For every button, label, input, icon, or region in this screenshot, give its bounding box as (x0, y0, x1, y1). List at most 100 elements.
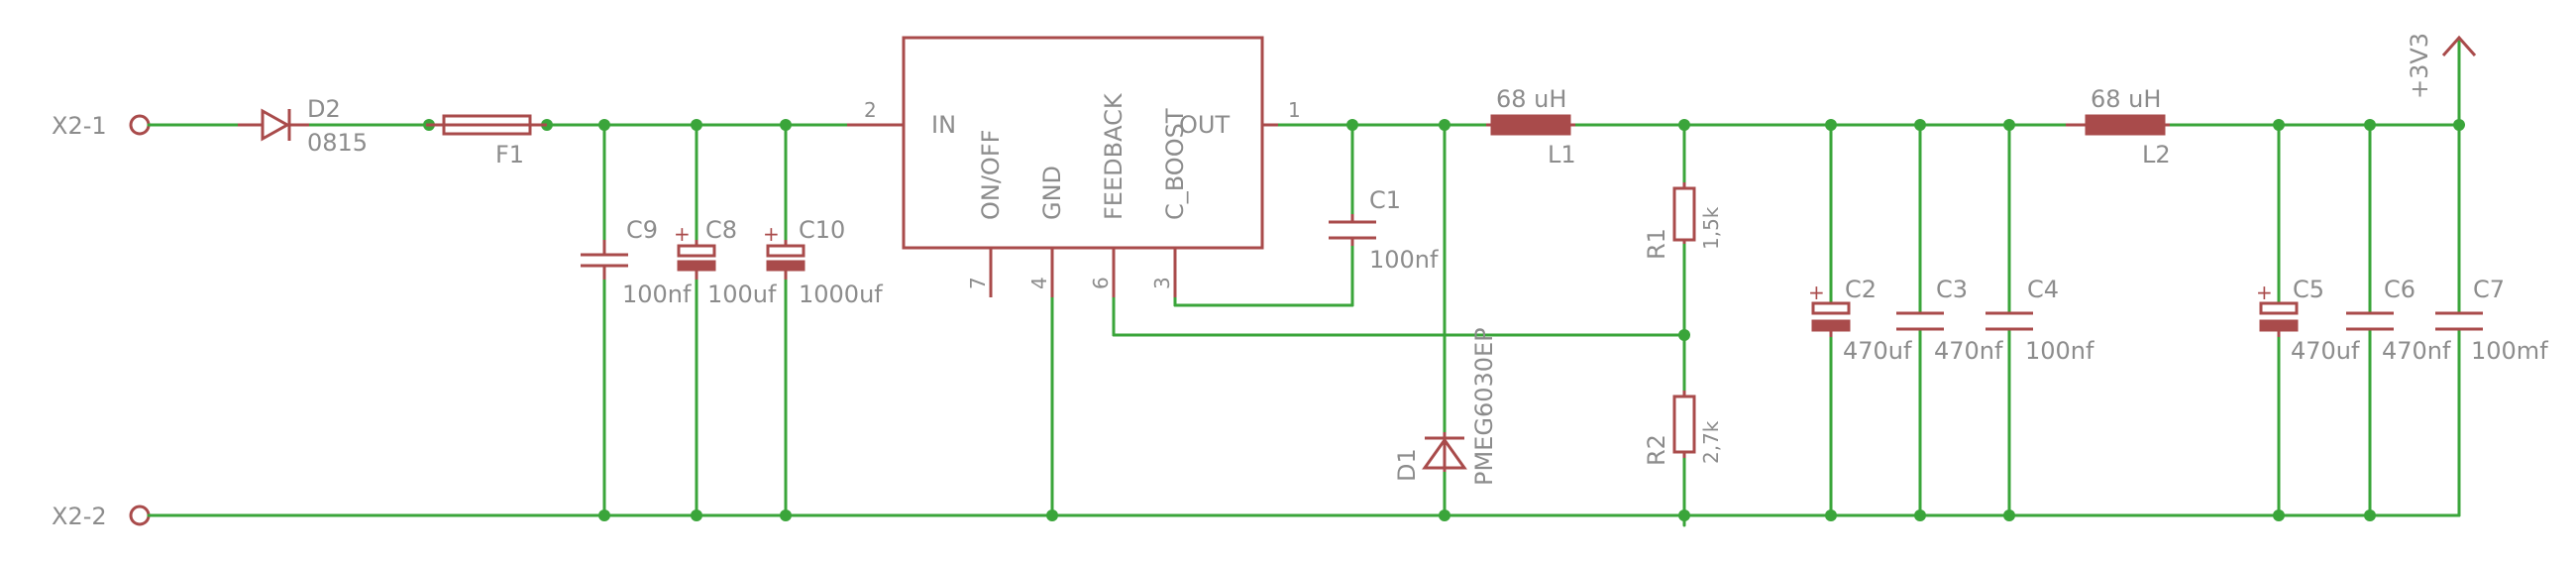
junction (2453, 119, 2465, 131)
d2-value: 0815 (307, 129, 368, 157)
supply-label: +3V3 (2406, 33, 2433, 99)
junction (1346, 119, 1358, 131)
ic-pin-on-off: ON/OFF (977, 130, 1005, 220)
junction (2003, 509, 2015, 521)
resistor-r1: R1 1,5k (1643, 182, 1723, 260)
resistor-r2: R2 2,7k (1643, 391, 1723, 466)
connector-x2-1: X2-1 (52, 112, 165, 140)
regulator-ic: IN OUT ON/OFF GND FEEDBACK C_BOOST 2 1 7… (847, 36, 1301, 297)
c8-plus-icon: + (674, 222, 691, 246)
c9-value: 100nf (622, 281, 692, 308)
c9-ref: C9 (626, 216, 658, 244)
connector-x2-2: X2-2 (52, 503, 165, 530)
c3-value: 470nf (1934, 337, 2003, 365)
supply-arrow-icon (2441, 35, 2477, 56)
junction (1678, 509, 1690, 521)
l1-ref: L1 (1548, 141, 1576, 169)
ic-pin-feedback: FEEDBACK (1100, 92, 1127, 220)
c1-ref: C1 (1369, 186, 1401, 214)
ic-pin-number-feedback: 6 (1089, 277, 1113, 289)
c8-value: 100uf (707, 281, 777, 308)
l2-ref: L2 (2142, 141, 2171, 169)
d1-value: PMEG6030EP (1470, 327, 1498, 486)
l2-value: 68 uH (2091, 85, 2161, 113)
junction (691, 119, 702, 131)
junction (2273, 119, 2285, 131)
inductor-l2: 68 uH L2 (2066, 85, 2171, 169)
junction (780, 509, 792, 521)
junction (2364, 509, 2376, 521)
ic-pin-number-on-off: 7 (966, 277, 990, 289)
junction (2273, 509, 2285, 521)
capacitor-c10: + C10 1000uf (763, 216, 883, 308)
supply-3v3: +3V3 (2406, 33, 2477, 99)
junction (598, 509, 610, 521)
junction (2364, 119, 2376, 131)
c4-value: 100nf (2025, 337, 2094, 365)
c5-value: 470uf (2291, 337, 2360, 365)
d2-ref: D2 (307, 95, 341, 123)
c7-value: 100mf (2471, 337, 2548, 365)
c2-ref: C2 (1845, 276, 1877, 303)
r1-value: 1,5k (1699, 206, 1723, 250)
l1-value: 68 uH (1496, 85, 1566, 113)
junction (1678, 119, 1690, 131)
junction (1914, 509, 1926, 521)
junctions (423, 119, 2465, 521)
c6-value: 470nf (2382, 337, 2451, 365)
ic-pin-number-out: 1 (1288, 98, 1301, 122)
capacitor-c5: + C5 470uf (2256, 276, 2360, 365)
capacitor-c1: C1 100nf (1329, 186, 1439, 274)
capacitor-c3: C3 470nf (1896, 276, 2003, 365)
capacitor-c6: C6 470nf (2346, 276, 2451, 365)
c1-value: 100nf (1369, 246, 1439, 274)
junction (1439, 119, 1450, 131)
junction (598, 119, 610, 131)
capacitor-c7: C7 100mf (2435, 276, 2548, 365)
capacitor-c9: C9 100nf (581, 216, 692, 308)
junction (1678, 329, 1690, 341)
d1-ref: D1 (1393, 448, 1421, 482)
c5-plus-icon: + (2256, 281, 2273, 304)
c3-ref: C3 (1936, 276, 1968, 303)
junction (691, 509, 702, 521)
capacitor-c4: C4 100nf (1986, 276, 2094, 365)
junction (2003, 119, 2015, 131)
r2-value: 2,7k (1699, 420, 1723, 464)
capacitor-c8: + C8 100uf (674, 216, 777, 308)
junction (1439, 509, 1450, 521)
r2-ref: R2 (1643, 434, 1670, 466)
ic-pin-gnd: GND (1038, 166, 1066, 220)
c8-ref: C8 (705, 216, 737, 244)
ic-pin-number-gnd: 4 (1027, 277, 1051, 289)
wires (150, 40, 2461, 527)
ic-pin-out: OUT (1179, 111, 1230, 139)
diode-d1: D1 PMEG6030EP (1393, 327, 1498, 486)
connector-x2-2-label: X2-2 (52, 503, 107, 530)
c10-value: 1000uf (799, 281, 883, 308)
junction (1046, 509, 1058, 521)
inductor-l1: 68 uH L1 (1486, 85, 1576, 169)
c6-ref: C6 (2384, 276, 2415, 303)
f1-ref: F1 (495, 141, 524, 169)
c4-ref: C4 (2027, 276, 2059, 303)
fuse-f1: F1 (426, 114, 547, 169)
ic-pin-in: IN (931, 111, 956, 139)
ic-pin-number-c-boost: 3 (1150, 277, 1174, 289)
capacitor-c2: + C2 470uf (1808, 276, 1912, 365)
junction (1825, 509, 1837, 521)
junction (780, 119, 792, 131)
connector-x2-1-label: X2-1 (52, 112, 107, 140)
c10-ref: C10 (799, 216, 845, 244)
c5-ref: C5 (2293, 276, 2324, 303)
c10-plus-icon: + (763, 222, 780, 246)
c7-ref: C7 (2473, 276, 2505, 303)
ic-pin-c-boost: C_BOOST (1161, 108, 1189, 220)
junction (1914, 119, 1926, 131)
c2-value: 470uf (1843, 337, 1912, 365)
junction (1825, 119, 1837, 131)
r1-ref: R1 (1643, 228, 1670, 260)
diode-d2: D2 0815 (238, 95, 368, 157)
ic-pin-number-in: 2 (864, 98, 877, 122)
